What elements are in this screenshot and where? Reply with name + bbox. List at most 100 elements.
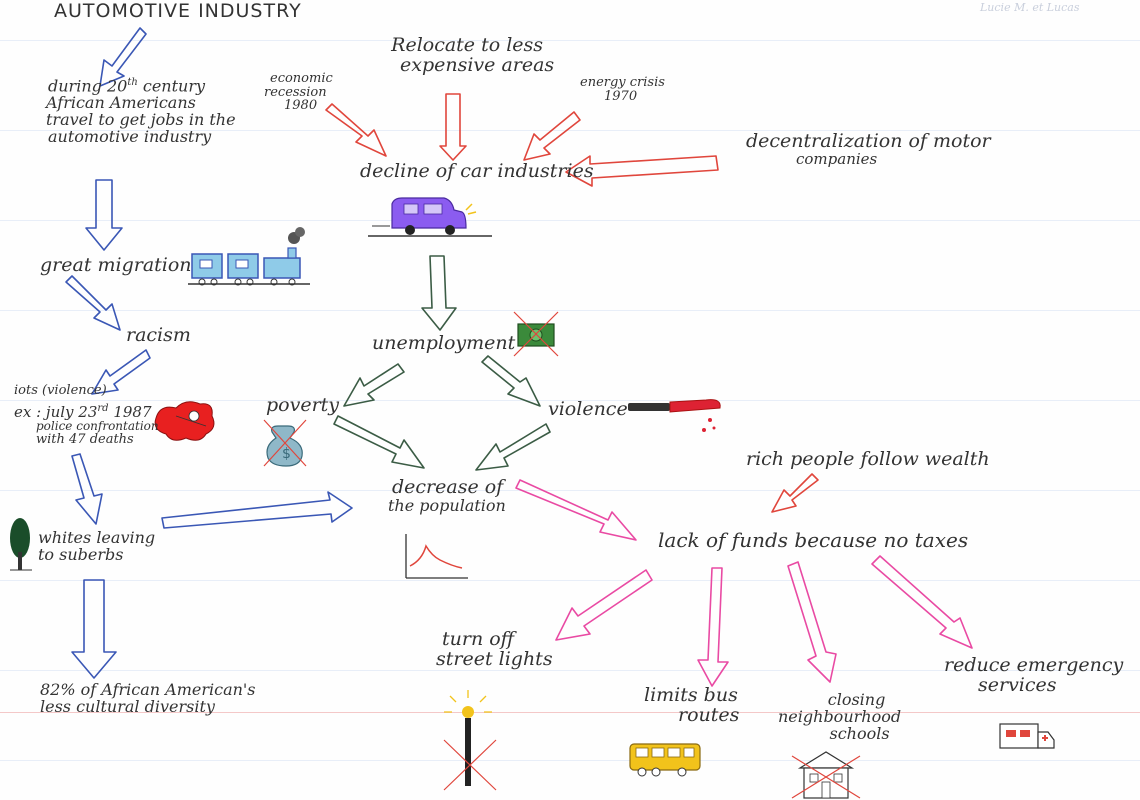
whites-leaving-line2: to suberbs	[38, 544, 124, 564]
lack-funds-label: lack of funds because no taxes	[658, 528, 969, 552]
population-graph-icon	[405, 534, 468, 579]
ruled-line	[0, 670, 1140, 671]
street-lights-line2: street lights	[436, 647, 553, 670]
arrow-green	[481, 355, 541, 407]
cultural-line2: less cultural diversity	[40, 696, 215, 716]
decentralization-line2: companies	[796, 149, 878, 168]
arrow-blue	[161, 491, 353, 529]
automotive-industry-label: AUTOMOTIVE INDUSTRY	[54, 0, 302, 22]
explosion-icon	[154, 401, 215, 441]
arrow-red	[771, 473, 819, 513]
decline-label: decline of car industries	[360, 160, 594, 182]
tree-icon	[10, 518, 32, 571]
racism-label: racism	[126, 324, 191, 346]
migration-intro-line3: travel to get jobs in the	[46, 109, 236, 129]
energy-line1: energy crisis	[580, 75, 665, 90]
ambulance-icon	[999, 723, 1055, 749]
arrow-blue	[71, 453, 103, 525]
ruled-line	[0, 40, 1140, 41]
great-migration-label: great migration	[40, 254, 192, 276]
ruled-line	[0, 130, 1140, 131]
energy-block: energy crisis 1970	[580, 76, 665, 103]
riots-line1: iots (violence)	[14, 383, 107, 398]
arrow-red	[439, 93, 467, 161]
street-lights-line1: turn off	[442, 628, 515, 650]
ruled-line	[0, 490, 1140, 491]
arrow-pink	[555, 569, 653, 641]
car-icon	[368, 197, 492, 237]
relocate-line1: Relocate to less	[391, 34, 544, 56]
whites-leaving-block: whites leaving to suberbs	[38, 528, 156, 564]
author-label: Lucie M. et Lucas	[980, 1, 1080, 14]
energy-line2: 1970	[604, 88, 638, 104]
schools-line3: schools	[829, 723, 890, 743]
emergency-block: reduce emergency services	[944, 654, 1124, 696]
ruled-line	[0, 580, 1140, 581]
schools-block: closing neighbourhood schools	[778, 690, 902, 743]
street-lights-block: turn off street lights	[436, 628, 553, 670]
unemployment-label: unemployment	[372, 332, 516, 354]
svg-text:$: $	[282, 446, 291, 462]
schools-line1: closing	[827, 690, 886, 709]
arrow-red	[523, 111, 581, 161]
bus-routes-line2: routes	[678, 703, 740, 726]
school-crossed-icon	[791, 751, 861, 799]
relocate-line2: expensive areas	[400, 53, 555, 76]
margin-line	[0, 712, 1140, 713]
money-bag-crossed-icon: $	[263, 419, 307, 467]
schools-line2: neighbourhood	[778, 706, 902, 726]
cultural-block: 82% of African American's less cultural …	[40, 680, 256, 716]
arrow-green	[475, 423, 551, 471]
recession-line3: 1980	[284, 98, 318, 114]
arrow-pink	[871, 555, 973, 649]
knife-icon	[628, 399, 721, 432]
ruled-line	[0, 220, 1140, 221]
poverty-label: poverty	[266, 394, 340, 416]
decentralization-block: decentralization of motor companies	[746, 130, 991, 168]
bus-icon	[629, 743, 701, 777]
money-crossed-icon	[513, 311, 559, 357]
recession-line2: recession	[264, 84, 327, 100]
bus-routes-line1: limits bus	[644, 684, 738, 706]
recession-block: economic recession 1980	[264, 72, 333, 113]
arrow-blue	[85, 179, 123, 251]
arrow-green	[421, 255, 457, 331]
relocate-block: Relocate to less expensive areas	[380, 34, 555, 76]
arrow-blue	[91, 349, 151, 395]
whites-leaving-line1: whites leaving	[38, 528, 156, 547]
emergency-line1: reduce emergency	[944, 654, 1124, 676]
arrow-green	[343, 363, 405, 407]
arrow-red	[325, 103, 387, 157]
decrease-line2: the population	[388, 495, 506, 515]
migration-intro-line1: during 20th century	[48, 76, 206, 96]
arrow-blue	[65, 275, 121, 331]
arrow-pink	[515, 479, 637, 541]
arrow-red	[565, 155, 719, 187]
decentralization-line1: decentralization of motor	[746, 130, 991, 152]
recession-line1: economic	[270, 71, 333, 86]
arrow-pink	[697, 567, 729, 687]
bus-routes-block: limits bus routes	[644, 684, 740, 726]
train-icon	[188, 227, 310, 286]
rich-people-label: rich people follow wealth	[746, 448, 990, 470]
migration-intro: during 20th century African Americans tr…	[46, 76, 236, 146]
ruled-line	[0, 760, 1140, 761]
arrow-green	[333, 415, 425, 469]
cultural-line1: 82% of African American's	[40, 680, 256, 699]
emergency-line2: services	[978, 673, 1057, 696]
arrow-blue	[71, 579, 117, 679]
arrow-blue	[99, 27, 147, 87]
riots-line2: ex : july 23rd 1987	[14, 402, 152, 421]
riots-block: iots (violence) ex : july 23rd 1987 poli…	[14, 384, 159, 447]
migration-intro-line4: automotive industry	[48, 126, 212, 146]
violence-label: violence	[548, 398, 628, 420]
riots-line4: with 47 deaths	[36, 431, 134, 447]
migration-intro-line2: African Americans	[46, 93, 196, 113]
arrow-pink	[787, 561, 837, 683]
riots-line3: police confrontation	[36, 419, 159, 434]
decrease-line1: decrease of	[392, 476, 504, 498]
ruled-line	[0, 400, 1140, 401]
decrease-block: decrease of the population	[388, 476, 506, 515]
